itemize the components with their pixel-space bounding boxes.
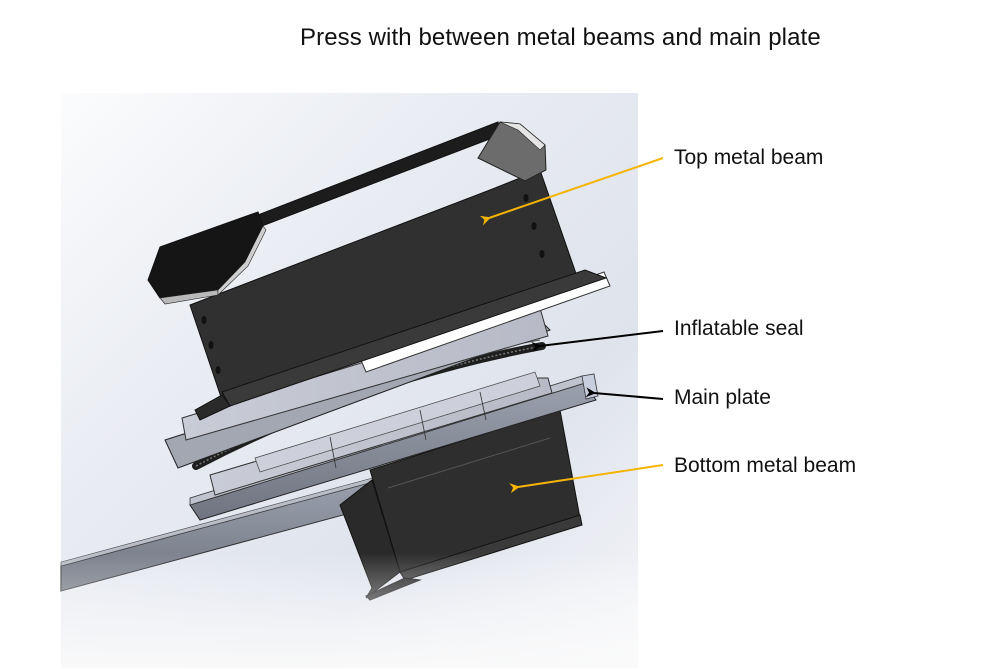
label-inflatable-seal: Inflatable seal — [674, 317, 804, 340]
arrow-top-metal-beam — [479, 157, 664, 226]
arrow-bottom-metal-beam — [509, 464, 664, 494]
arrow-inflatable-seal — [531, 330, 664, 352]
label-main-plate: Main plate — [674, 386, 771, 409]
arrow-main-plate — [585, 387, 664, 400]
label-bottom-metal-beam: Bottom metal beam — [674, 454, 857, 477]
diagram-title: Press with between metal beams and main … — [300, 24, 821, 51]
label-top-metal-beam: Top metal beam — [674, 146, 824, 169]
render-fade — [61, 93, 638, 668]
